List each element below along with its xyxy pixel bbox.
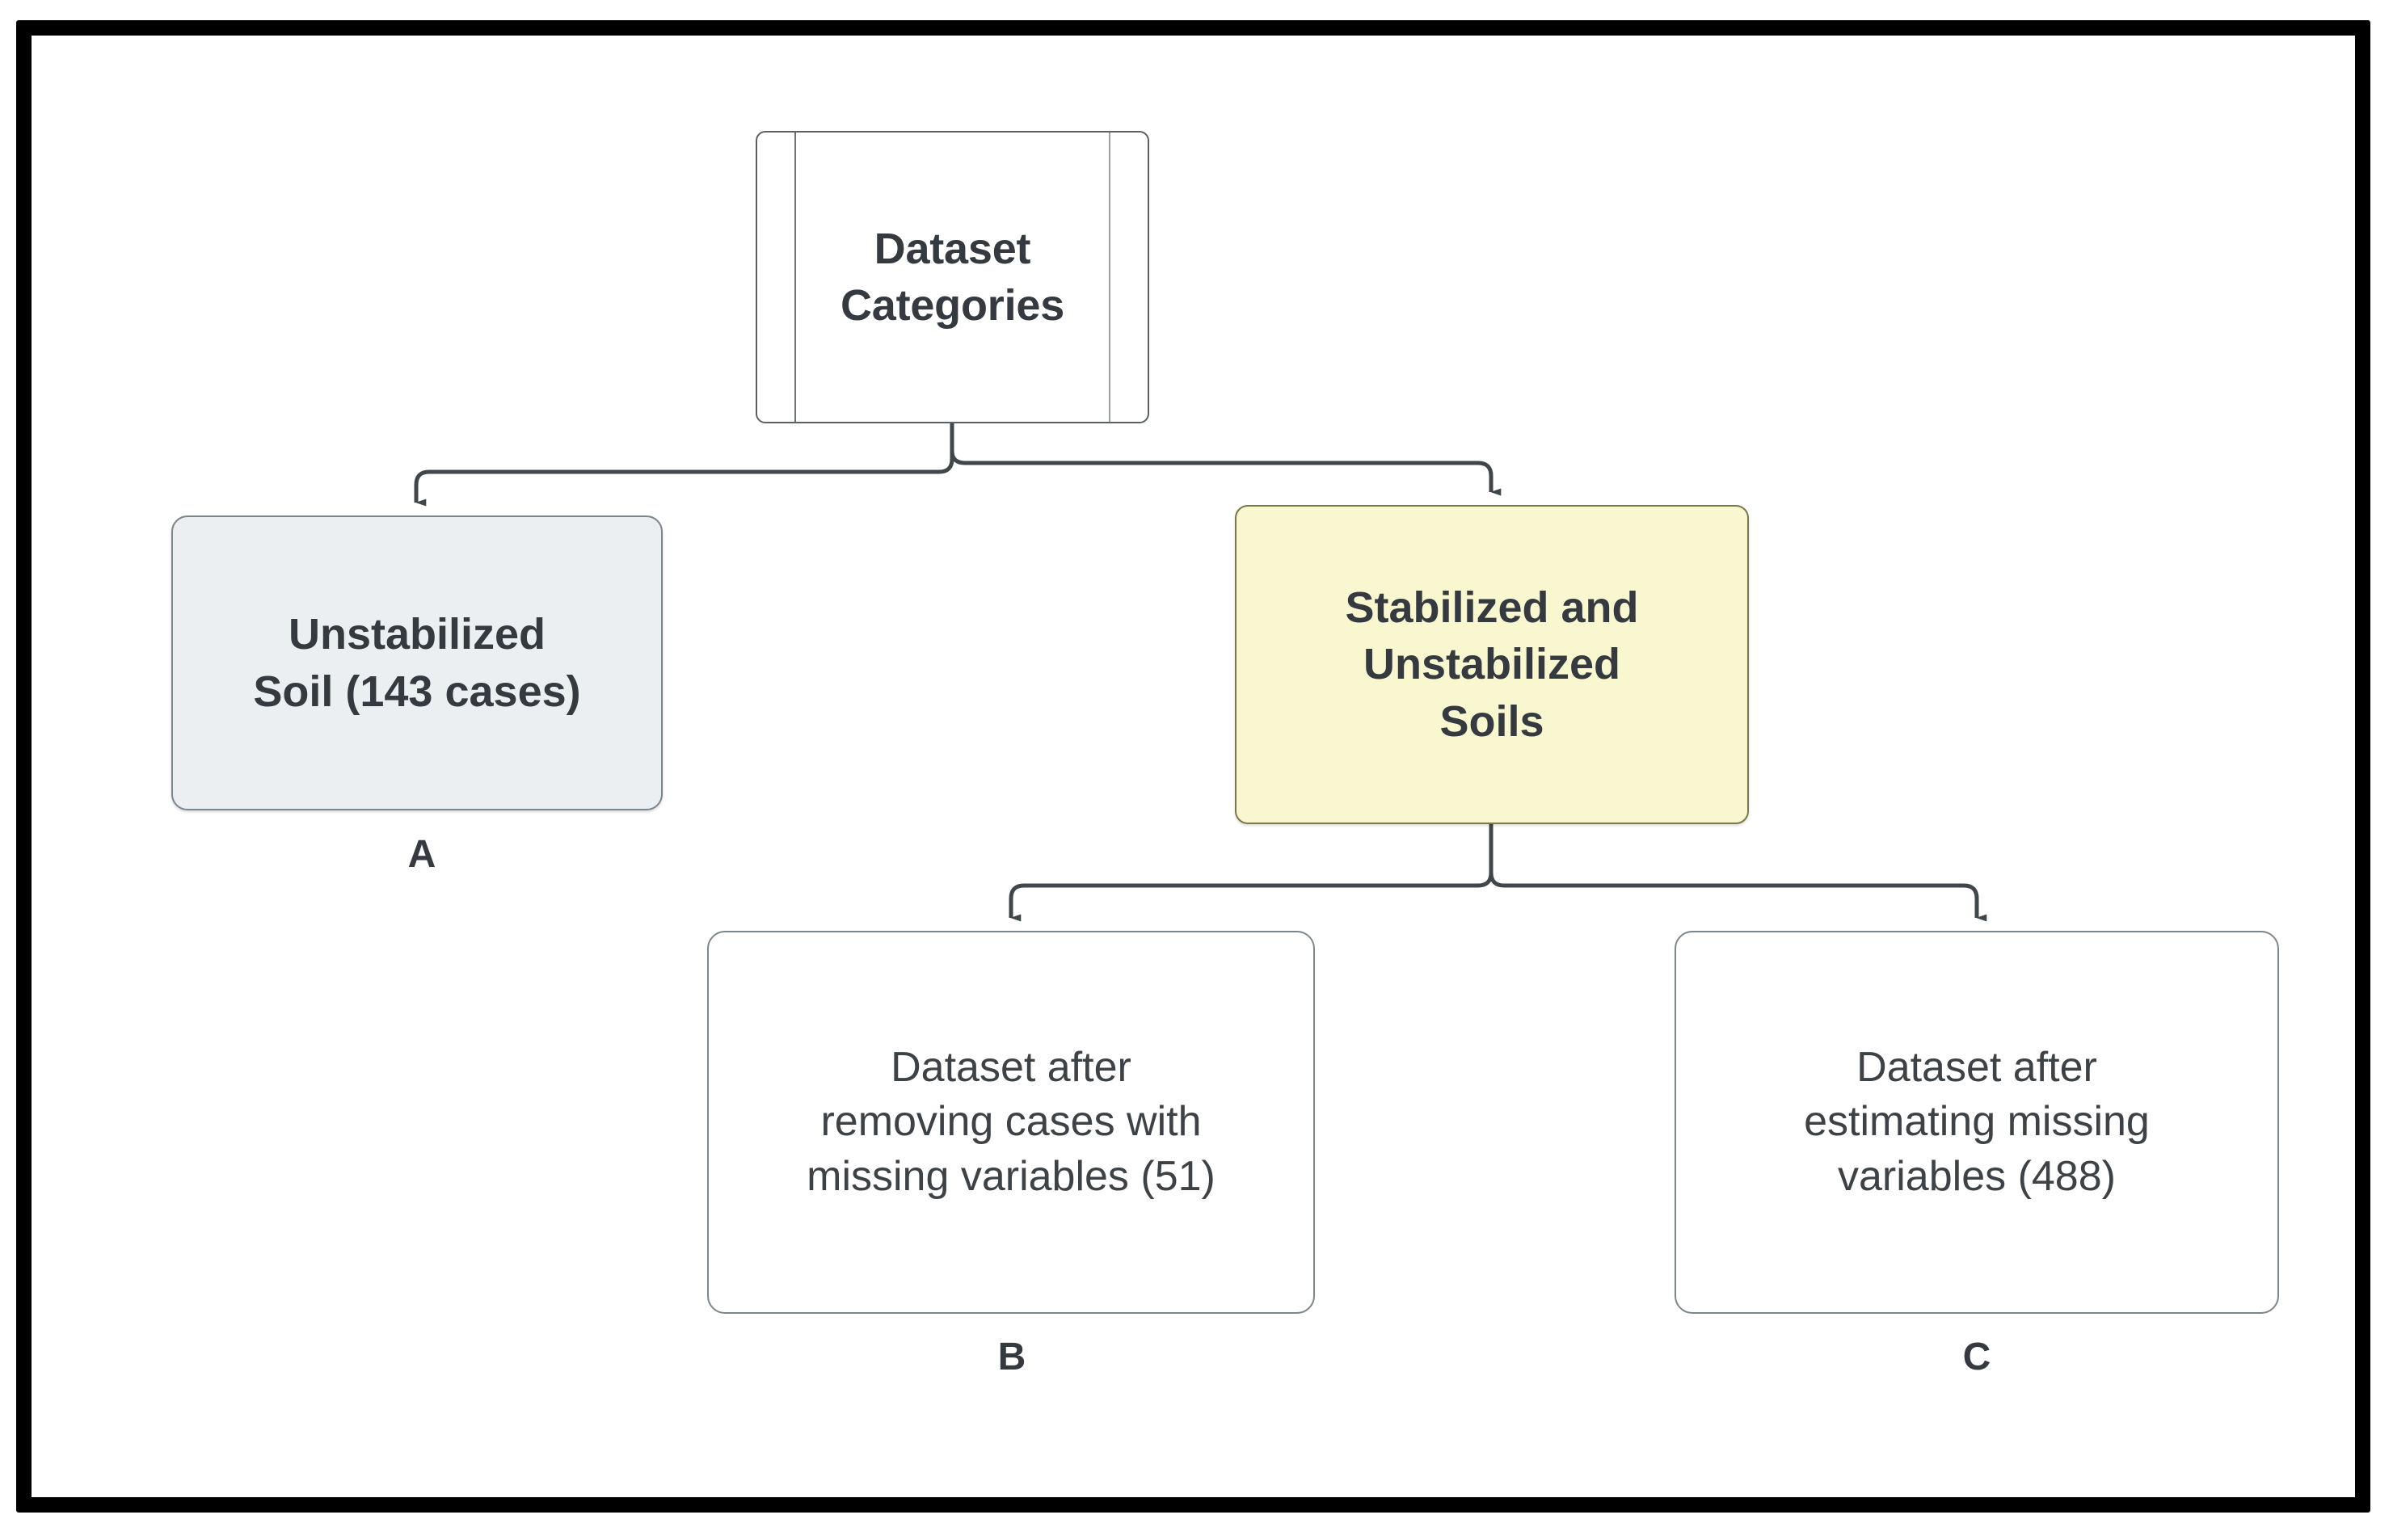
caption-a: A (407, 833, 436, 876)
edge-root-to-yellow (950, 423, 1502, 496)
edge-yellow-to-b (1009, 824, 1494, 922)
figure-border (16, 20, 2370, 1513)
node-label: Dataset after removing cases with missin… (807, 1043, 1215, 1200)
edge-root-to-a (414, 423, 954, 507)
process-bar-right (1109, 133, 1110, 422)
caption-b: B (997, 1336, 1026, 1378)
node-dataset-categories[interactable]: Dataset Categories (756, 131, 1149, 423)
node-label: Stabilized and Unstabilized Soils (1345, 583, 1639, 746)
node-dataset-removed-missing[interactable]: Dataset after removing cases with missin… (707, 931, 1315, 1314)
process-bar-left (794, 133, 796, 422)
node-label: Dataset Categories (840, 224, 1065, 330)
node-stabilized-and-unstabilized-soils[interactable]: Stabilized and Unstabilized Soils (1235, 505, 1749, 824)
node-dataset-estimated-missing[interactable]: Dataset after estimating missing variabl… (1675, 931, 2279, 1314)
edge-yellow-to-c (1489, 824, 1987, 922)
caption-c: C (1962, 1336, 1991, 1378)
node-unstabilized-soil[interactable]: Unstabilized Soil (143 cases) (171, 515, 663, 810)
node-label: Dataset after estimating missing variabl… (1804, 1043, 2150, 1200)
node-label: Unstabilized Soil (143 cases) (253, 610, 581, 716)
